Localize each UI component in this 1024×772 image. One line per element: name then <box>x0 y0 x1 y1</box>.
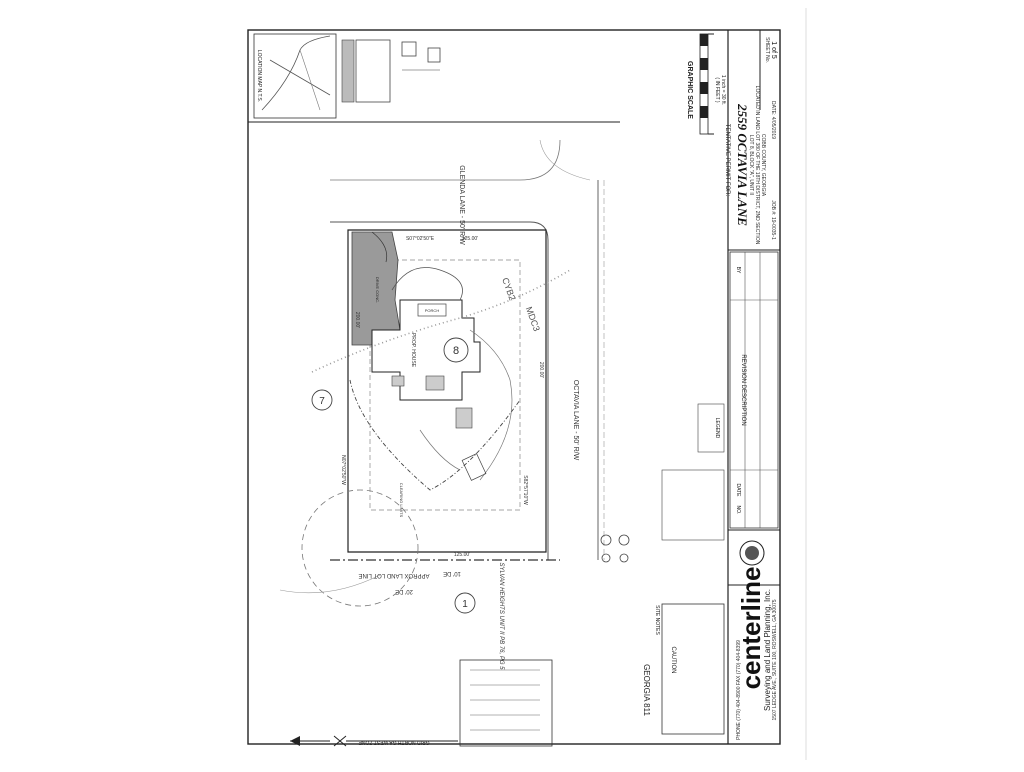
buffer-circle <box>301 489 419 607</box>
stamp-shading <box>341 39 355 103</box>
date: DATE: 4/05/2019 <box>770 101 776 139</box>
county: COBB COUNTY, GEORGIA <box>760 134 766 197</box>
distance-top: 125.00' <box>462 236 478 242</box>
legend-title: LEGEND <box>714 418 720 439</box>
de-10-label: 10' DE <box>443 570 461 576</box>
north-arrow <box>290 735 458 747</box>
utility-stamp <box>355 39 391 103</box>
revision-by-header: BY <box>735 267 741 274</box>
scale-ratio: 1 inch = 30 ft. <box>720 75 726 105</box>
graphic-scale <box>699 33 714 135</box>
utility-mark-4 <box>619 553 629 563</box>
company-phone: PHONE (770) 404-8900 FAX (770) 404-8399 <box>736 640 742 740</box>
lot-1-label: 1 <box>462 599 468 610</box>
caution-box <box>661 603 725 735</box>
clearing-limits-label: CLEARING LIMITS <box>399 483 404 518</box>
site-notes-label: SITE NOTES <box>654 605 660 635</box>
contour-2 <box>419 429 461 471</box>
legend-box <box>459 659 553 747</box>
revision-date-header: DATE <box>735 484 741 498</box>
location-map-label: LOCATION MAP N.T.S. <box>256 50 262 102</box>
lot-block: LOT 8, BLOCK "A", UNIT II <box>748 135 754 195</box>
temp-box <box>461 453 487 481</box>
drive-curve <box>391 267 463 301</box>
revision-table <box>729 251 779 529</box>
glenda-lane-label: GLENDA LANE - 50' R/W <box>458 165 465 245</box>
lot-7-label: 7 <box>319 396 325 407</box>
notes-box <box>661 469 725 541</box>
land-lot: LOCATED IN LAND LOT 380 OF THE 18TH DIST… <box>754 86 760 245</box>
soil-legend-box <box>697 403 725 453</box>
distance-right: 200.00' <box>538 362 544 378</box>
roads <box>330 139 605 560</box>
lot-boundary <box>347 229 547 553</box>
approx-land-lot-label: APPROX LAND LOT LINE <box>359 572 430 578</box>
detail-sketch <box>401 41 441 71</box>
contour-3 <box>279 574 381 594</box>
company-address: 1507 LEDGE AVE., SUITE 100, ROSWELL, GA … <box>772 599 778 720</box>
utility-mark-2 <box>618 534 630 546</box>
distance-left: 200.00' <box>354 312 360 328</box>
sylvan-heights-label: SYLVAN HEIGHTS UNIT II PB 76, PG 5 <box>498 562 504 670</box>
company-seal <box>739 540 765 566</box>
clearing-limit-path <box>349 379 521 491</box>
feature-box-3 <box>455 407 473 429</box>
georgia811: GEORGIA 811 <box>642 664 651 716</box>
contour-1 <box>469 329 513 481</box>
setback-line <box>369 259 521 511</box>
bearing-left: N07°02'50"W <box>340 455 346 485</box>
graphic-scale-label: GRAPHIC SCALE <box>686 61 693 119</box>
bearing-right: S82°57'10"W <box>522 475 528 505</box>
porch-label: PORCH <box>425 308 440 313</box>
octavia-lane-label: OCTAVIA LANE - 50' R/W <box>572 380 579 461</box>
de-20-label: 20' DE <box>395 588 413 594</box>
feature-box-1 <box>391 375 405 387</box>
caution-label: CAUTION <box>670 647 676 674</box>
house-footprint <box>371 299 481 401</box>
distance-bottom: 125.00' <box>454 552 470 558</box>
location-map <box>253 33 337 119</box>
company-subtitle: Surveying and Land Planning, Inc. <box>763 589 772 711</box>
company-name: centerline <box>736 567 766 690</box>
scale-note: ( IN FEET ) <box>714 77 720 103</box>
sheet-no-label: SHEET No. <box>764 37 770 63</box>
utility-mark-1 <box>600 534 612 546</box>
prop-house-label: PROP. HOUSE <box>410 333 416 368</box>
porch-outline <box>417 303 447 317</box>
revision-heading: REVISION DESCRIPTION <box>740 354 746 425</box>
utility-mark-3 <box>601 553 611 563</box>
drive-label: DRIVE CONC. <box>375 277 380 303</box>
job-number: JOB #: 19-0035-1 <box>770 200 776 240</box>
bearing-top: S07°02'50"E <box>406 236 435 242</box>
grid-north: GRID NORTH GA WEST ZONE <box>358 739 430 745</box>
driveway <box>351 231 401 346</box>
address-title: 2559 OCTAVIA LANE <box>735 103 750 226</box>
feature-box-2 <box>425 375 445 391</box>
sheet-no: 1 of 5 <box>770 41 777 59</box>
revision-no-header: NO. <box>735 506 741 515</box>
lot-8-circle <box>443 337 469 363</box>
permit-heading: TENTATIVE PERMIT FOR: <box>724 124 730 197</box>
lot-8-label: 8 <box>453 345 459 357</box>
lot-1-circle <box>454 592 476 614</box>
sheet-border <box>247 29 781 745</box>
lot-7-circle <box>311 389 333 411</box>
